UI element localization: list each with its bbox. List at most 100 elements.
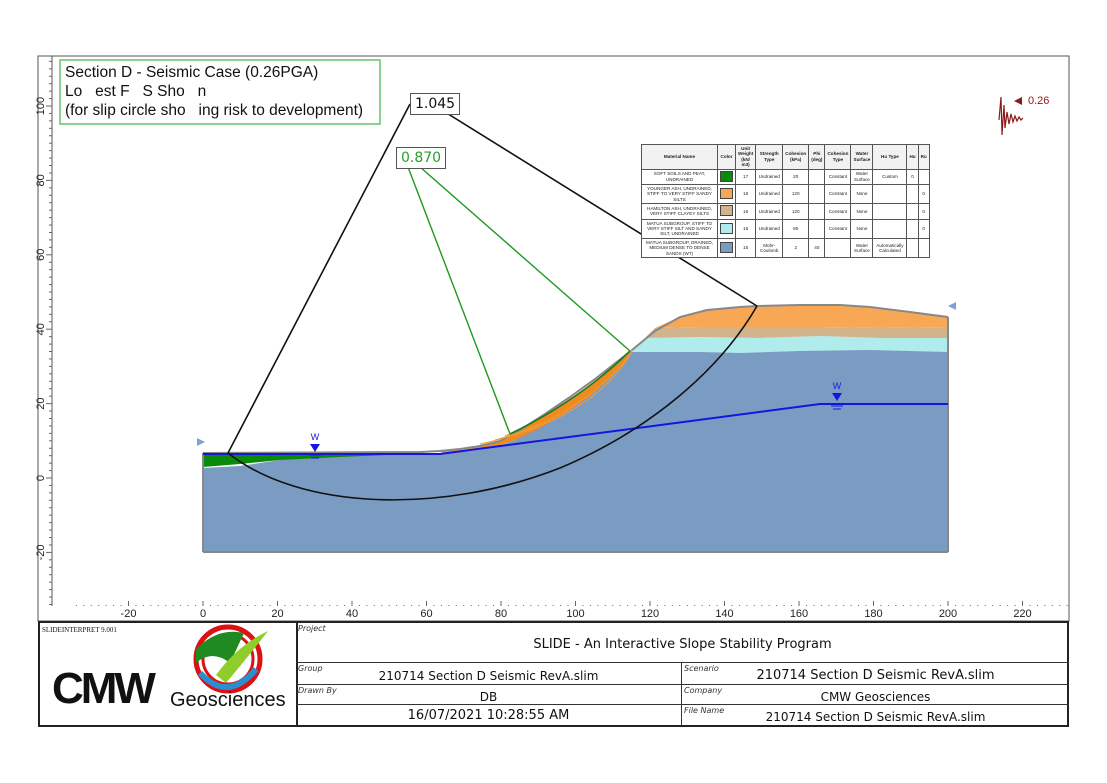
material-water-surface: Water Surface [850, 168, 874, 186]
water-table-label: W [311, 432, 320, 442]
material-phi [808, 168, 826, 186]
material-ru [917, 237, 930, 259]
project-value: SLIDE - An Interactive Slope Stability P… [533, 637, 832, 652]
critical-radius-right [419, 166, 631, 352]
project-caption: Project [298, 624, 326, 633]
scenario-cell: Scenario 210714 Section D Seismic RevA.s… [682, 663, 1069, 685]
column-header: Cohesion Type [824, 144, 852, 170]
material-ru: 0 [917, 203, 930, 220]
left-limit-marker [197, 438, 205, 446]
annotation-line: Lo est F S Sho n [65, 83, 207, 100]
scenario-value: 210714 Section D Seismic RevA.slim [756, 668, 995, 683]
critical-fs-label: 0.870 [396, 147, 447, 169]
company-logo: SLIDEINTERPRET 9.001 CMW Geosciences [40, 623, 298, 725]
material-cohesion-type [824, 237, 852, 259]
material-name: SOFT SOILS AND PEAT, UNDRAINED [641, 168, 718, 186]
water-table-symbol-right: W [831, 381, 843, 410]
y-tick-label: 40 [35, 323, 47, 335]
material-cohesion: 80 [782, 218, 810, 239]
material-name: YOUNGER ASH, UNDRAINED, STIFF TO VERY ST… [641, 184, 718, 205]
material-cohesion-type: Constant [824, 203, 852, 220]
group-cell: Group 210714 Section D Seismic RevA.slim [296, 663, 682, 685]
material-phi [808, 218, 826, 239]
material-water-surface: None [850, 203, 874, 220]
material-unit-weight: 16 [734, 184, 757, 205]
material-color-swatch [717, 168, 736, 186]
material-hu: 0 [906, 168, 919, 186]
material-region-matua-drained [203, 348, 948, 552]
x-tick-label: 100 [566, 608, 584, 620]
column-header: Water Surface [850, 144, 874, 170]
x-tick-label: -20 [121, 608, 137, 620]
y-tick-label: 100 [35, 97, 47, 115]
color-swatch [720, 170, 733, 182]
material-hu-type [872, 203, 908, 220]
material-hu [906, 237, 919, 259]
x-tick-label: 160 [790, 608, 808, 620]
column-header: Hu [906, 144, 919, 170]
annotation-line: (for slip circle sho ing risk to develop… [65, 102, 364, 119]
material-water-surface: Water Surface [850, 237, 874, 259]
material-water-surface: None [850, 218, 874, 239]
material-color-swatch [717, 203, 736, 220]
material-unit-weight: 16 [734, 218, 757, 239]
material-hu-type [872, 218, 908, 239]
global-circle-radius-right [444, 111, 758, 307]
material-region-matua-undrained [630, 336, 948, 353]
material-water-surface: None [850, 184, 874, 205]
color-swatch [720, 205, 733, 217]
color-swatch [720, 241, 733, 253]
x-tick-label: 180 [864, 608, 882, 620]
version-text: SLIDEINTERPRET 9.001 [42, 626, 117, 634]
file-name-cell: File Name 210714 Section D Seismic RevA.… [682, 705, 1069, 725]
column-header: Unit Weight (kN/ m3) [734, 144, 757, 170]
water-table-triangle-icon [310, 444, 320, 452]
material-name: MATUA SUBGROUP, STIFF TO VERY STIFF SILT… [641, 218, 718, 239]
material-region-hamilton-ash [645, 327, 948, 338]
date-value: 16/07/2021 10:28:55 AM [407, 708, 570, 723]
critical-slip-surface [509, 350, 631, 435]
column-header: Material Name [641, 144, 718, 170]
seismic-arrow-icon [1014, 97, 1022, 105]
column-header: Cohesion (kPa) [782, 144, 810, 170]
water-table-symbol-left: W [309, 432, 321, 459]
material-cohesion: 120 [782, 184, 810, 205]
group-caption: Group [298, 664, 323, 673]
column-header: Ru [917, 144, 930, 170]
project-cell: Project SLIDE - An Interactive Slope Sta… [296, 623, 1069, 663]
y-tick-label: 80 [35, 174, 47, 186]
color-swatch [720, 187, 733, 199]
company-value: CMW Geosciences [820, 690, 931, 704]
material-phi: 40 [808, 237, 826, 259]
global-minimum-fs-label: 1.045 [410, 93, 461, 115]
material-strength-type: Undrained [755, 203, 784, 220]
x-tick-label: 140 [715, 608, 733, 620]
material-row: YOUNGER ASH, UNDRAINED, STIFF TO VERY ST… [641, 184, 930, 205]
material-unit-weight: 17 [734, 168, 757, 186]
color-swatch [720, 222, 733, 234]
material-ru: 0 [917, 218, 930, 239]
material-strength-type: Undrained [755, 168, 784, 186]
material-phi [808, 184, 826, 205]
x-tick-label: 20 [271, 608, 283, 620]
logo-text: CMW [52, 664, 156, 713]
company-caption: Company [684, 686, 723, 695]
seismic-load-icon [998, 96, 1024, 136]
slope-geometry [202, 304, 949, 553]
column-header: Strength Type [755, 144, 784, 170]
y-tick-label: -20 [35, 544, 47, 560]
material-cohesion-type: Constant [824, 184, 852, 205]
material-cohesion: 120 [782, 203, 810, 220]
y-tick-label: 60 [35, 249, 47, 261]
x-tick-label: 200 [939, 608, 957, 620]
seismic-coefficient-label: 0.26 [1028, 95, 1050, 107]
material-row: MATUA SUBGROUP, DRAINED, MEDIUM DENSE TO… [641, 237, 930, 259]
critical-radius-left [407, 166, 511, 435]
material-phi [808, 203, 826, 220]
global-slip-circle [227, 305, 758, 501]
material-hu [906, 218, 919, 239]
x-tick-label: 0 [200, 608, 206, 620]
material-unit-weight: 15 [734, 237, 757, 259]
slip-surface [479, 354, 631, 445]
